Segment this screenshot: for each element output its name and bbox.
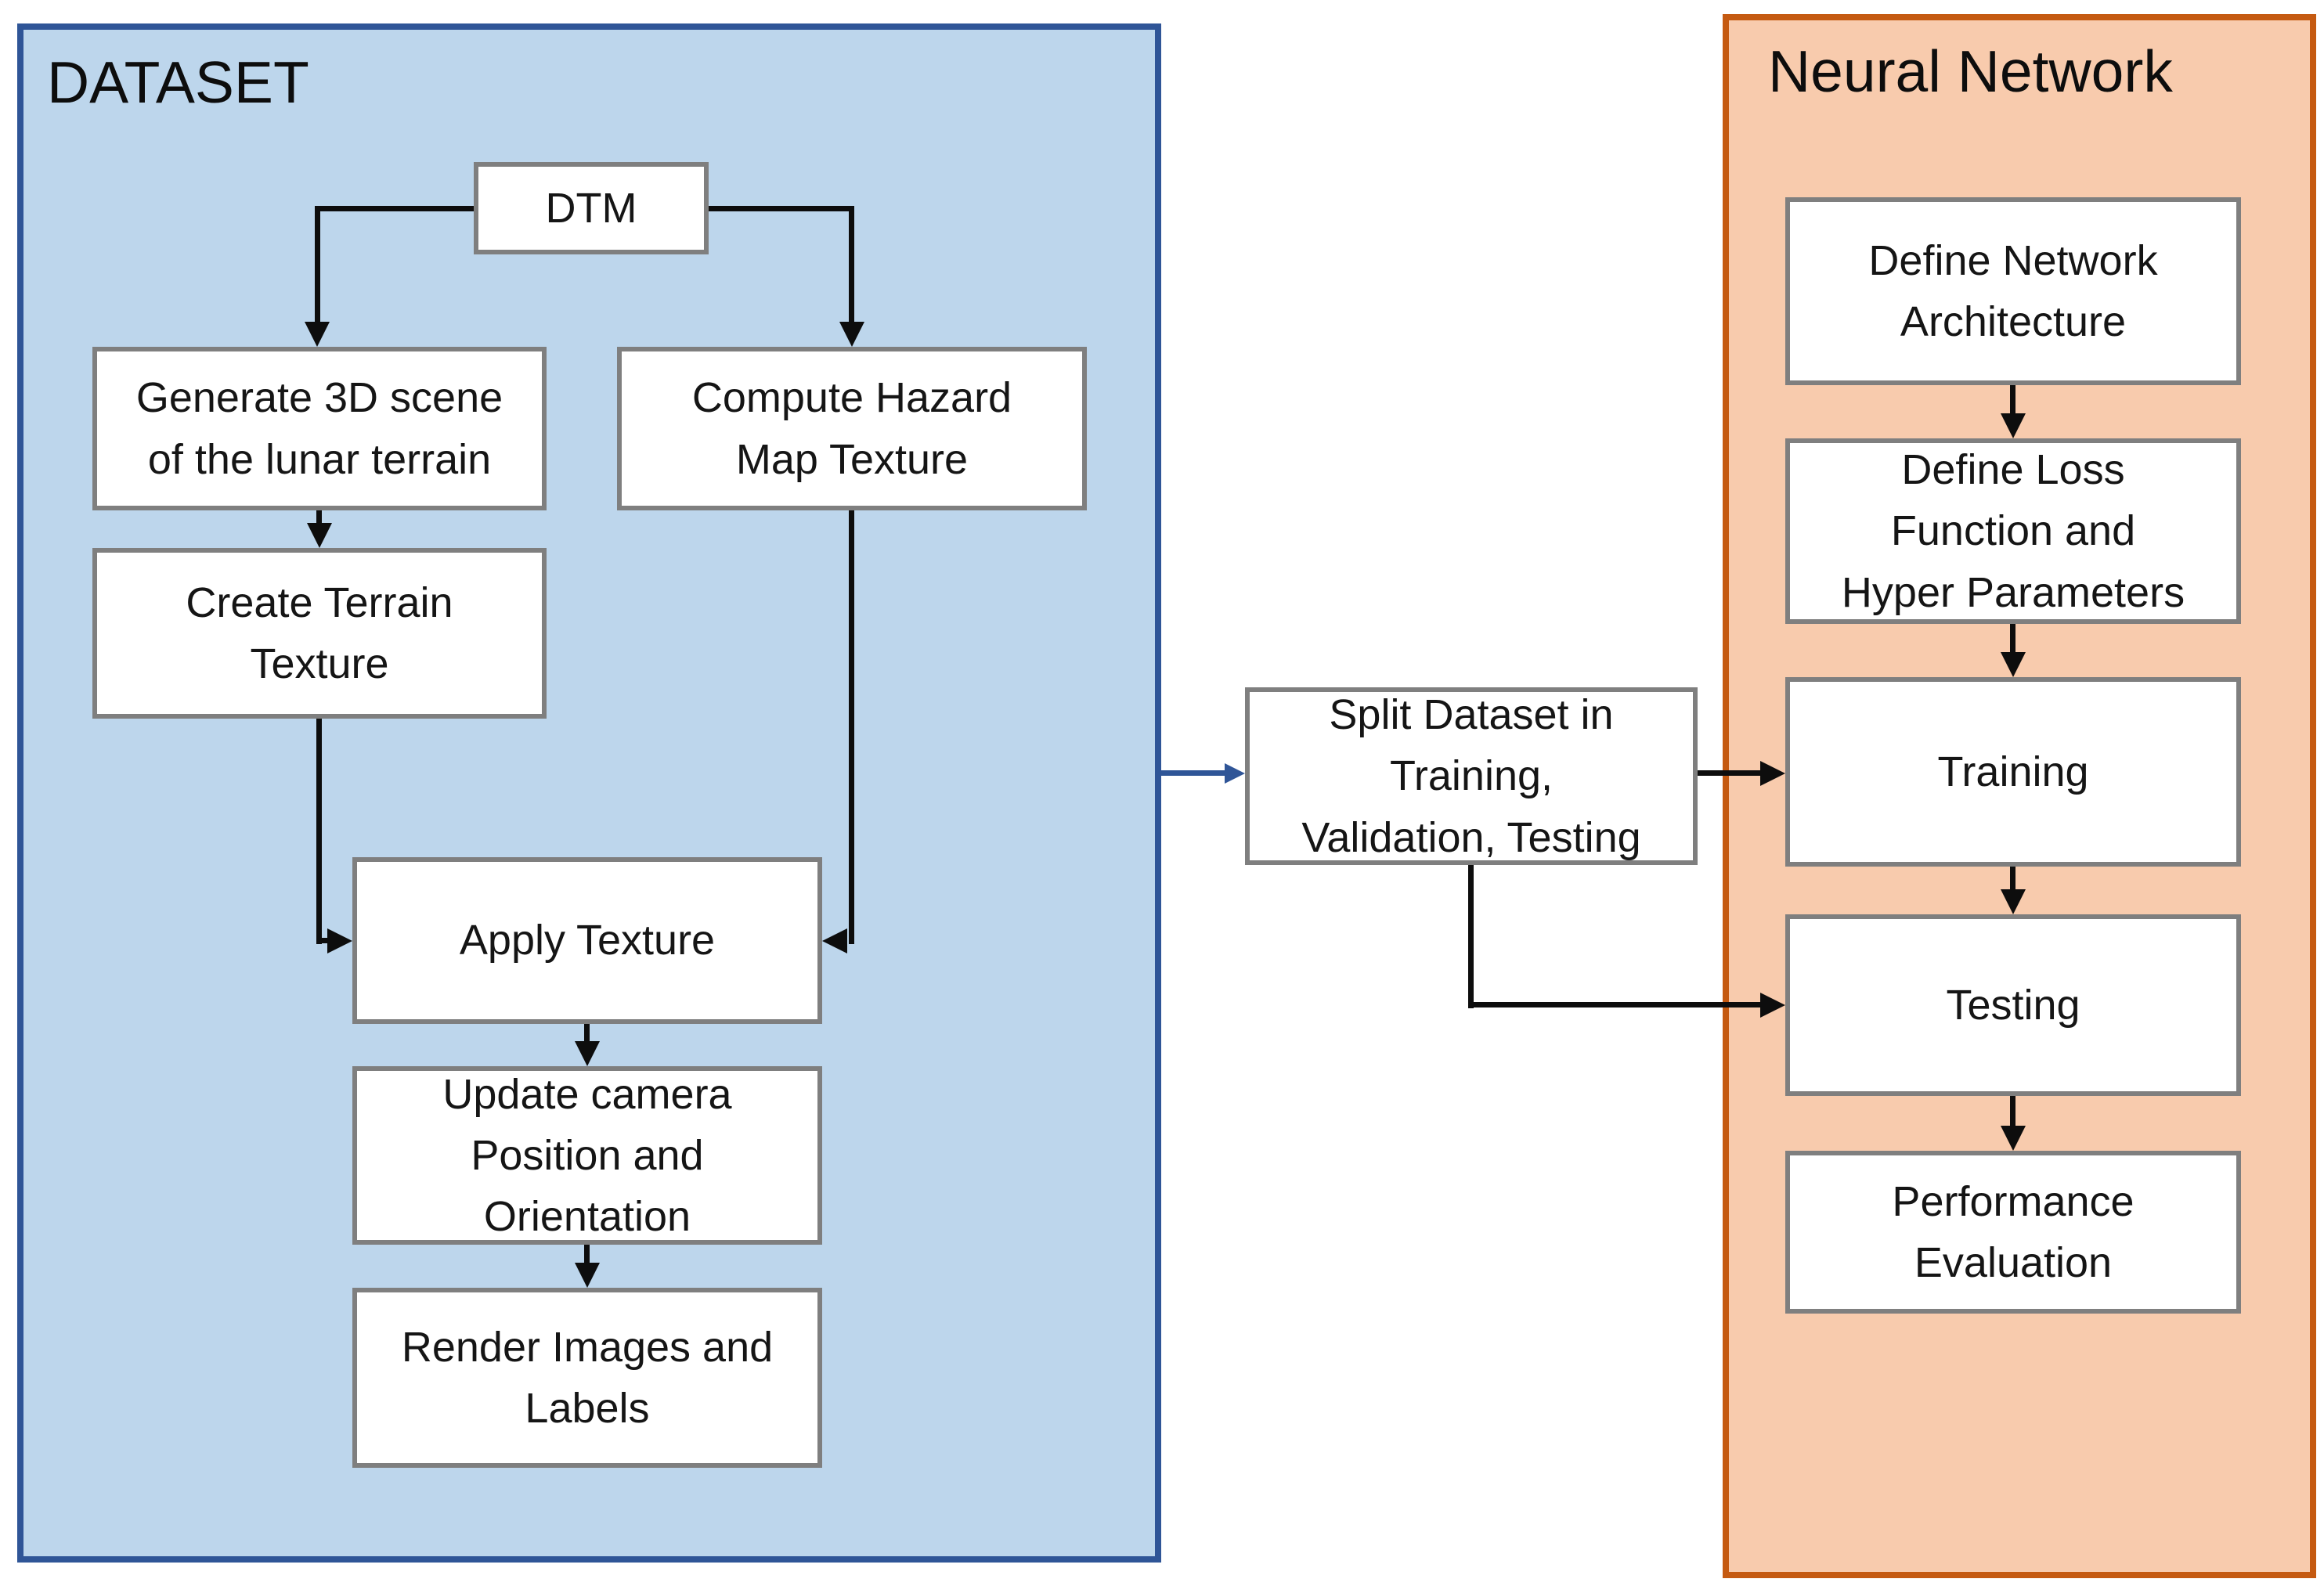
edge-dtm-generate-arrowhead-icon [305, 322, 330, 347]
edge-apply-update-arrowhead-icon [575, 1041, 600, 1066]
edge-testing-performance-vline [2010, 1096, 2015, 1127]
node-compute-hazard-map: Compute Hazard Map Texture [617, 347, 1087, 510]
edge-training-testing-vline [2010, 867, 2015, 891]
node-update-camera-label: Update camera Position and Orientation [442, 1070, 732, 1241]
edge-split-testing-hline [1468, 1002, 1760, 1007]
edge-testing-performance-arrowhead-icon [2001, 1126, 2026, 1151]
edge-training-testing-arrowhead-icon [2001, 889, 2026, 914]
edge-create-apply-hline [316, 938, 329, 943]
edge-create-apply-vline [316, 719, 322, 944]
node-performance-evaluation-label: Performance Evaluation [1892, 1177, 2135, 1286]
edge-compute-apply-vline [849, 510, 854, 944]
edge-dtm-generate-vline [315, 206, 320, 323]
edge-split-testing-arrowhead-icon [1760, 993, 1785, 1018]
edge-create-apply-arrowhead-icon [327, 928, 352, 953]
node-testing-label: Testing [1946, 981, 2080, 1029]
node-generate-3d-scene-label: Generate 3D scene of the lunar terrain [135, 374, 503, 483]
node-apply-texture-label: Apply Texture [459, 917, 716, 964]
edge-generate-create-vline [316, 510, 322, 526]
node-define-network-architecture-label: Define Network Architecture [1868, 236, 2158, 345]
node-define-network-architecture: Define Network Architecture [1785, 197, 2241, 385]
edge-dtm-compute-arrowhead-icon [839, 322, 864, 347]
node-training-label: Training [1937, 748, 2089, 795]
node-create-terrain-texture: Create Terrain Texture [92, 548, 547, 719]
edge-split-training-arrowhead-icon [1760, 761, 1785, 786]
edge-update-render-arrowhead-icon [575, 1263, 600, 1288]
edge-compute-apply-arrowhead-icon [822, 928, 847, 953]
node-define-loss-function-label: Define Loss Function and Hyper Parameter… [1841, 446, 2185, 616]
node-update-camera: Update camera Position and Orientation [352, 1066, 822, 1245]
node-render-images-labels: Render Images and Labels [352, 1288, 822, 1468]
edge-arch-loss-vline [2010, 385, 2015, 415]
node-training: Training [1785, 677, 2241, 867]
edge-generate-create-arrowhead-icon [307, 523, 332, 548]
edge-arch-loss-arrowhead-icon [2001, 413, 2026, 438]
edge-update-render-vline [584, 1245, 590, 1264]
edge-dataset-split-hline [1161, 770, 1225, 776]
node-split-dataset: Split Dataset in Training, Validation, T… [1245, 687, 1698, 865]
edge-split-training-hline [1698, 770, 1760, 776]
node-performance-evaluation: Performance Evaluation [1785, 1151, 2241, 1314]
node-testing: Testing [1785, 914, 2241, 1096]
edge-dtm-generate-hline [315, 206, 474, 211]
edge-split-testing-vline [1468, 865, 1474, 1008]
node-generate-3d-scene: Generate 3D scene of the lunar terrain [92, 347, 547, 510]
edge-loss-training-vline [2010, 624, 2015, 654]
node-create-terrain-texture-label: Create Terrain Texture [186, 579, 453, 687]
neural-network-panel-title: Neural Network [1768, 38, 2173, 104]
node-define-loss-function: Define Loss Function and Hyper Parameter… [1785, 438, 2241, 624]
edge-apply-update-vline [584, 1024, 590, 1044]
dataset-panel-title: DATASET [47, 49, 309, 115]
node-compute-hazard-map-label: Compute Hazard Map Texture [691, 374, 1012, 483]
node-dtm: DTM [474, 162, 709, 254]
node-dtm-label: DTM [545, 184, 637, 232]
node-split-dataset-label: Split Dataset in Training, Validation, T… [1301, 691, 1641, 861]
edge-dtm-compute-hline [709, 206, 854, 211]
edge-dtm-compute-vline [849, 206, 854, 323]
edge-loss-training-arrowhead-icon [2001, 652, 2026, 677]
edge-dataset-split-arrowhead-icon [1225, 763, 1245, 784]
node-render-images-labels-label: Render Images and Labels [401, 1323, 774, 1432]
node-apply-texture: Apply Texture [352, 857, 822, 1024]
